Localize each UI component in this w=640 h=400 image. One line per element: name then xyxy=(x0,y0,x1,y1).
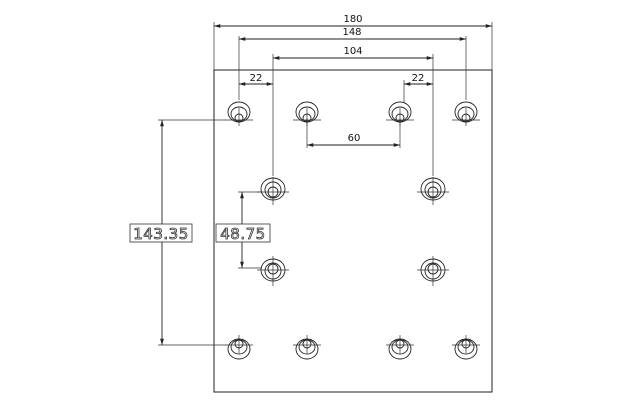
plate-outline xyxy=(213,69,493,393)
dim-vertical-span-label: 143.35 xyxy=(133,225,189,243)
dim-right-offset: 22 xyxy=(403,73,433,102)
dim-left-offset-label: 22 xyxy=(250,73,263,84)
rivet-hole xyxy=(386,101,414,126)
dim-right-offset-label: 22 xyxy=(412,73,425,84)
rivet-hole xyxy=(417,177,449,205)
rivet-hole xyxy=(452,101,480,126)
rivet-hole xyxy=(386,335,414,360)
dim-left-offset: 22 xyxy=(239,73,273,86)
dim-middle-pitch-label: 48.75 xyxy=(220,225,265,243)
dim-inner-hole-span-label: 104 xyxy=(343,46,362,57)
rivet-hole xyxy=(257,256,289,286)
rivet-hole xyxy=(225,101,253,126)
dim-middle-pitch: 48.75 xyxy=(215,191,271,269)
dim-inner-hole-span: 104 xyxy=(272,46,434,176)
dim-overall-width: 180 xyxy=(213,14,493,70)
dim-upper-hole-gap: 60 xyxy=(306,118,401,148)
dim-outer-hole-span-label: 148 xyxy=(342,27,361,38)
dim-vertical-span: 143.35 xyxy=(129,119,226,346)
rivet-hole xyxy=(417,256,449,286)
rivet-hole xyxy=(293,335,321,360)
rivet-hole xyxy=(225,335,253,360)
rivet-hole xyxy=(257,177,289,205)
dim-overall-width-label: 180 xyxy=(343,14,362,25)
dim-outer-hole-span: 148 xyxy=(238,27,467,100)
dim-upper-hole-gap-label: 60 xyxy=(348,133,361,144)
rivet-hole xyxy=(293,101,321,126)
rivet-hole xyxy=(452,335,480,360)
